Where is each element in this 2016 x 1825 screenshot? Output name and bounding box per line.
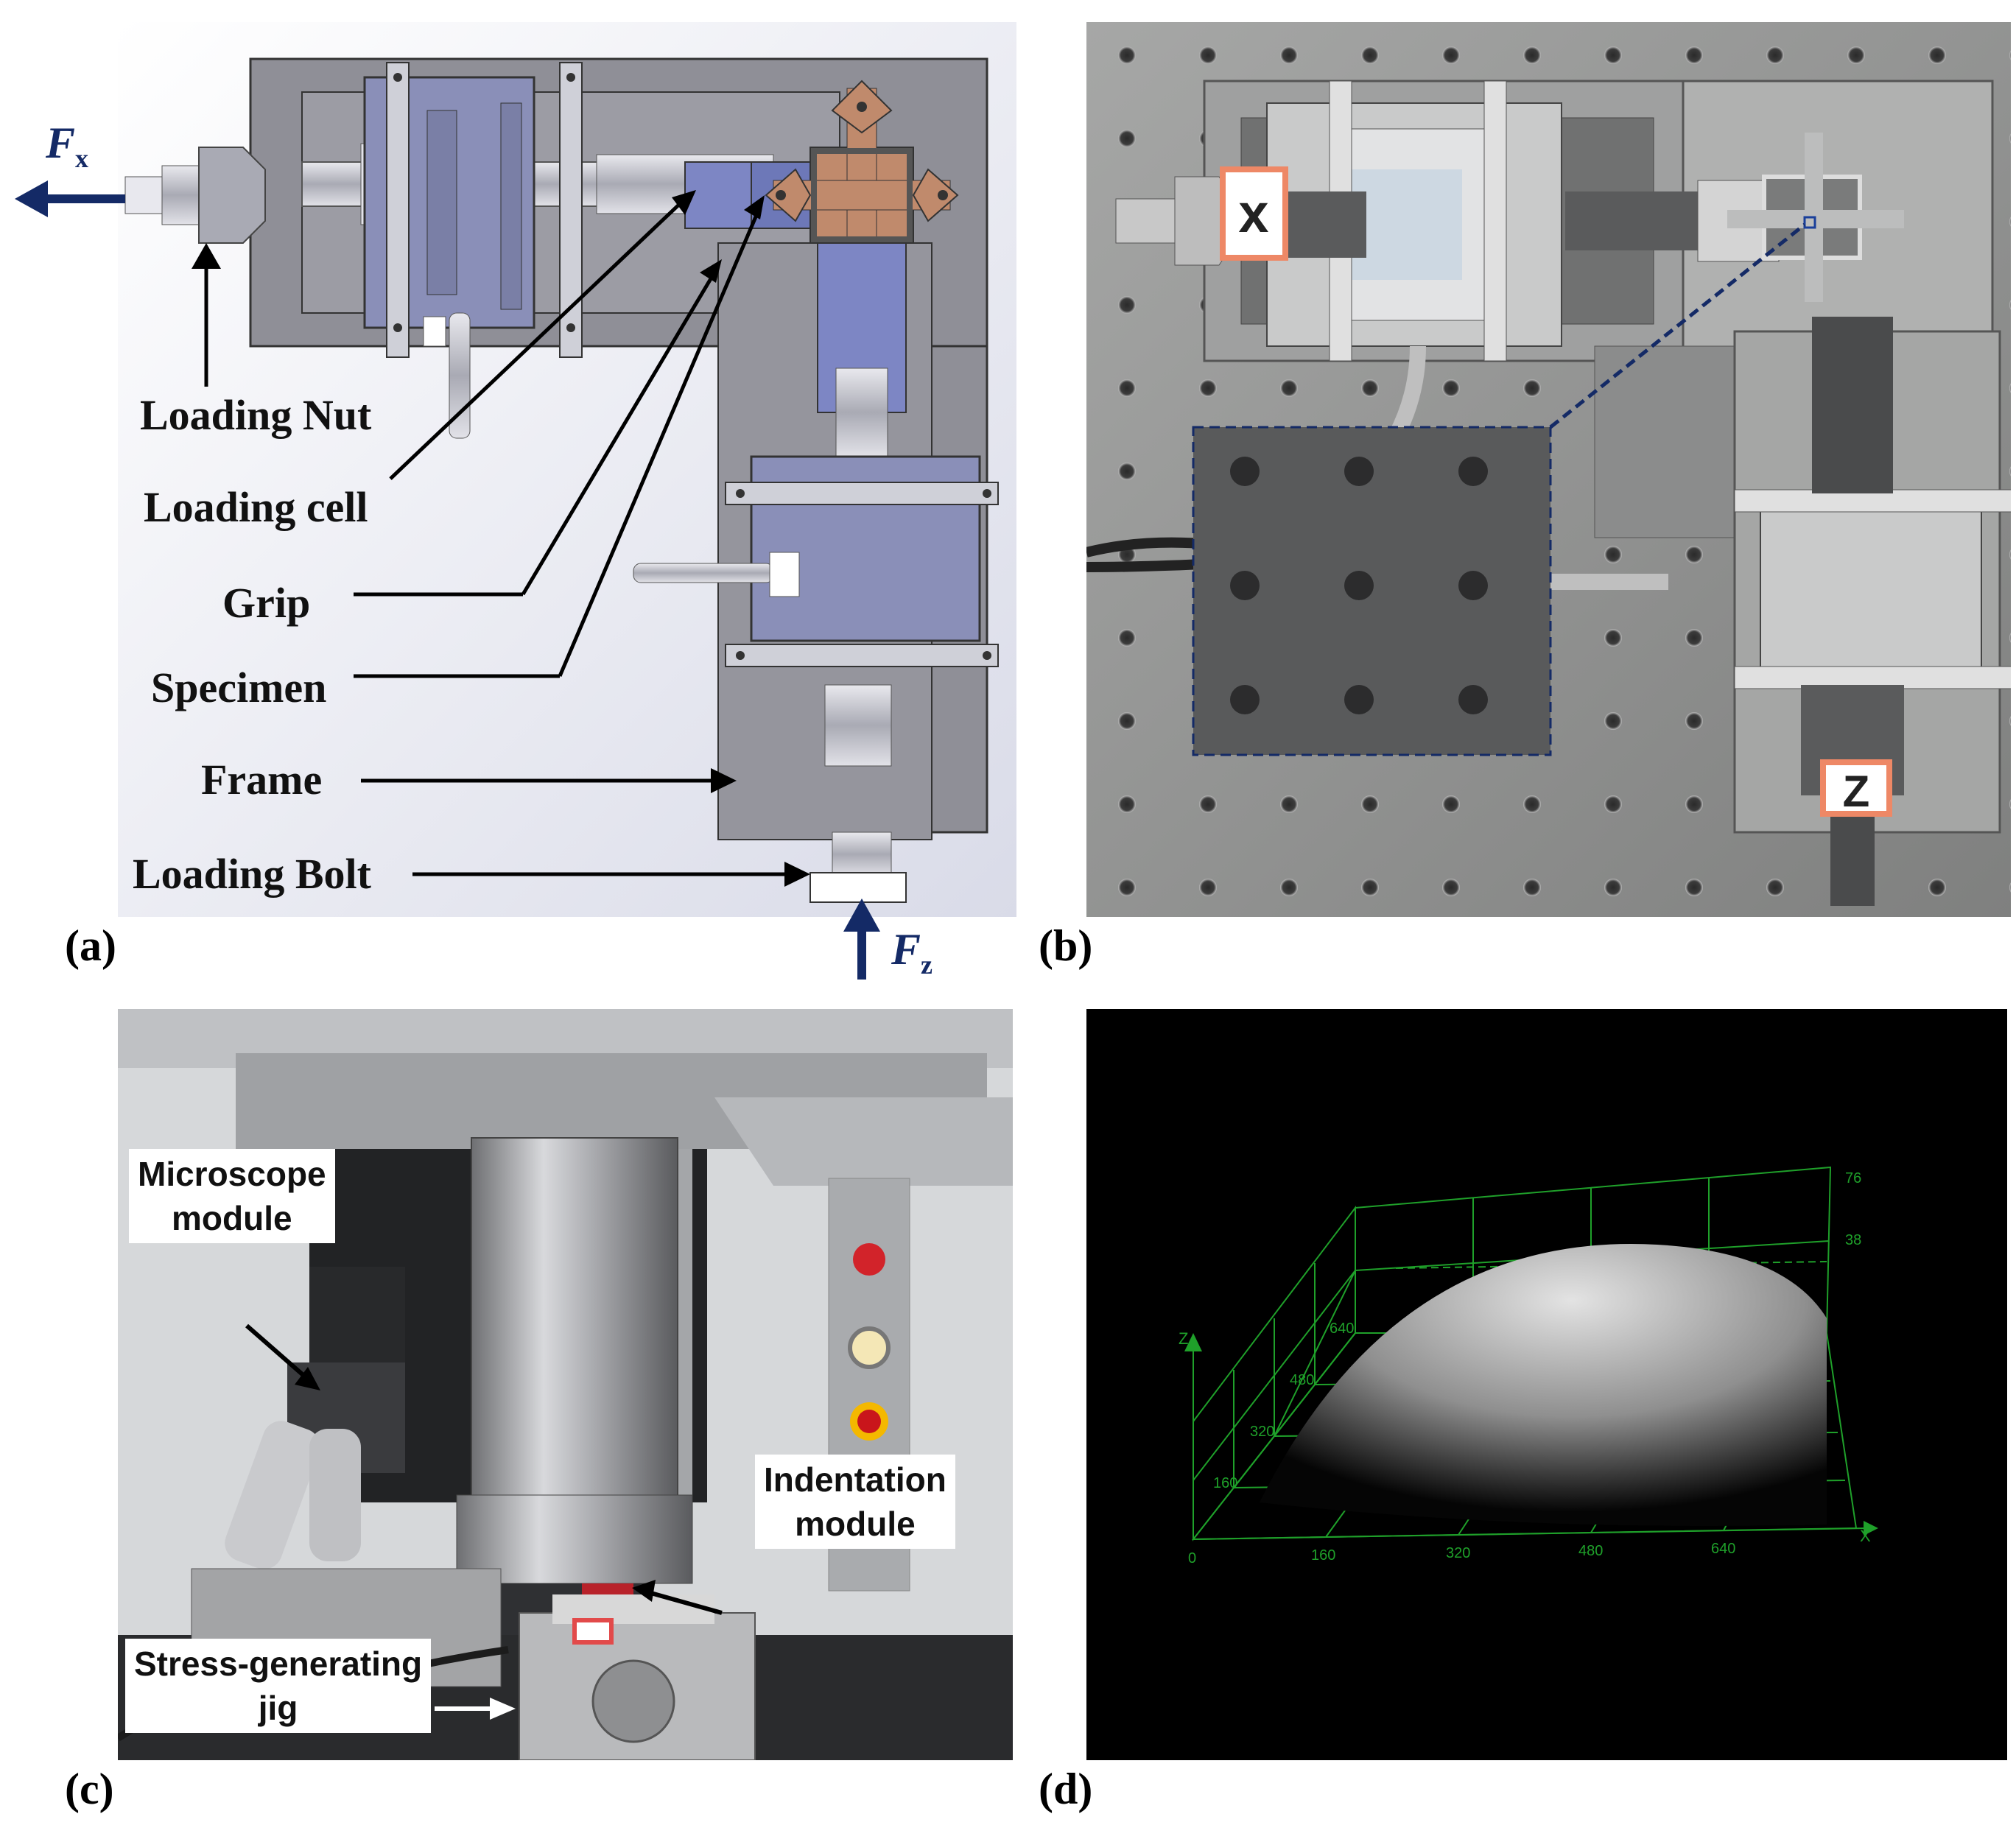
indentation-dome [1260,1243,1827,1526]
schematic-drawing [118,22,1016,917]
panel-label-b: (b) [1039,921,1093,970]
y-tick-480: 480 [1290,1372,1314,1388]
force-x-arrow [15,180,125,217]
x-tick-320: 320 [1446,1545,1470,1561]
force-x-label: Fx [46,119,89,173]
x-tick-0: 0 [1188,1550,1196,1566]
z-axis-label: Z [1179,1329,1188,1348]
label-microscope-module: Microscope module [129,1149,335,1243]
jig-photo: x Z [1086,22,2011,917]
panel-label-a: (a) [65,921,116,970]
label-loading-cell: Loading cell [144,483,368,531]
x-tick-640: 640 [1711,1541,1735,1557]
force-z-label: Fz [891,925,933,980]
force-z-arrow [843,899,880,980]
profile-3d-plot: X Z 0 160 320 480 640 160 320 480 640 38… [1179,1166,1878,1566]
y-tick-320: 320 [1250,1424,1274,1440]
label-stress-generating-jig: Stress-generating jig [125,1639,432,1733]
instrument-photo [118,1009,1013,1760]
leader-arrowheads [192,190,810,887]
z-tick-76: 76 [1845,1170,1861,1186]
panel-label-d: (d) [1039,1765,1093,1813]
y-tick-640: 640 [1330,1321,1354,1337]
label-indentation-module: Indentation module [755,1455,955,1549]
panel-label-c: (c) [65,1765,114,1813]
panel-c-photo [118,1009,1013,1760]
x-tick-160: 160 [1311,1547,1335,1564]
x-tick-480: 480 [1578,1543,1603,1559]
y-tick-160: 160 [1213,1475,1237,1491]
panel-b-photo: x Z [1086,22,2011,917]
x-axis-tag: x [1238,183,1268,244]
panel-d-3d-profile: X Z 0 160 320 480 640 160 320 480 640 38… [1086,1009,2007,1760]
z-axis-tag: Z [1843,767,1870,816]
label-loading-bolt: Loading Bolt [133,850,371,898]
label-grip: Grip [222,579,311,627]
panel-a-schematic [118,22,1016,917]
z-tick-38: 38 [1845,1232,1861,1248]
label-specimen: Specimen [151,664,327,711]
x-axis-label: X [1860,1527,1871,1545]
label-frame: Frame [201,756,323,804]
label-loading-nut: Loading Nut [140,391,372,439]
leader-lines [204,197,795,876]
